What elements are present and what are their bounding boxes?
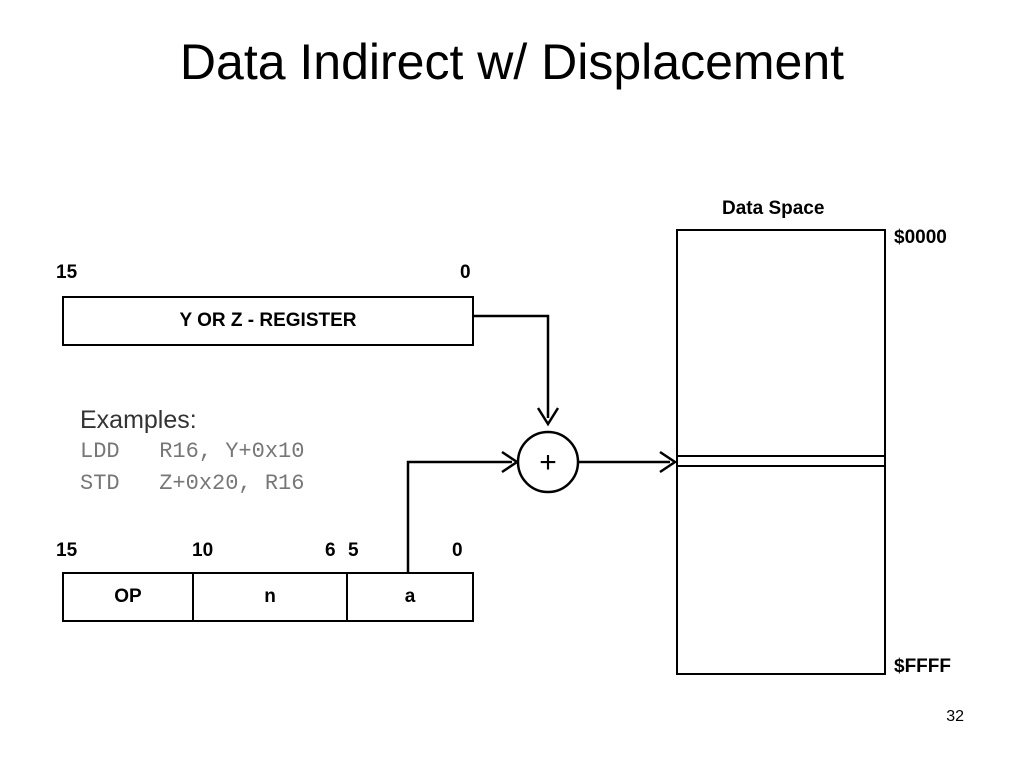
register-bit-low: 0 xyxy=(460,262,471,283)
register-label: Y OR Z - REGISTER xyxy=(179,310,357,331)
register-to-adder-wire xyxy=(474,314,550,418)
arrow-head-icon xyxy=(659,450,678,474)
field-n: n xyxy=(192,574,346,620)
data-space-box xyxy=(676,229,886,675)
data-space-end-address: $FFFF xyxy=(894,656,951,677)
example-line: LDD R16, Y+0x10 xyxy=(80,436,304,468)
instruction-bit-5: 5 xyxy=(348,540,359,561)
instruction-bit-6: 6 xyxy=(325,540,336,561)
examples-heading: Examples: xyxy=(80,406,197,434)
data-space-label: Data Space xyxy=(722,198,825,219)
addressed-location xyxy=(678,455,884,467)
example-line: STD Z+0x20, R16 xyxy=(80,468,304,500)
example-mnemonic: STD xyxy=(80,471,120,496)
adder-plus-symbol: + xyxy=(539,446,557,479)
example-mnemonic: LDD xyxy=(80,439,120,464)
instruction-bit-0: 0 xyxy=(452,540,463,561)
register-bit-high: 15 xyxy=(56,262,78,283)
instruction-bit-15: 15 xyxy=(56,540,78,561)
page-number: 32 xyxy=(946,708,964,725)
example-operands: R16, Y+0x10 xyxy=(159,439,305,464)
instruction-box: OP n a xyxy=(62,572,474,622)
example-operands: Z+0x20, R16 xyxy=(159,471,305,496)
field-a: a xyxy=(346,574,472,620)
slide-title: Data Indirect w/ Displacement xyxy=(179,34,845,90)
arrow-head-icon xyxy=(536,407,560,427)
instruction-bit-10: 10 xyxy=(192,540,214,561)
field-op: OP xyxy=(114,586,142,607)
displacement-to-adder-wire xyxy=(406,460,512,572)
register-box: Y OR Z - REGISTER xyxy=(62,296,474,346)
data-space-start-address: $0000 xyxy=(894,227,947,248)
examples-block: Examples: LDD R16, Y+0x10 STD Z+0x20, R1… xyxy=(80,404,304,500)
